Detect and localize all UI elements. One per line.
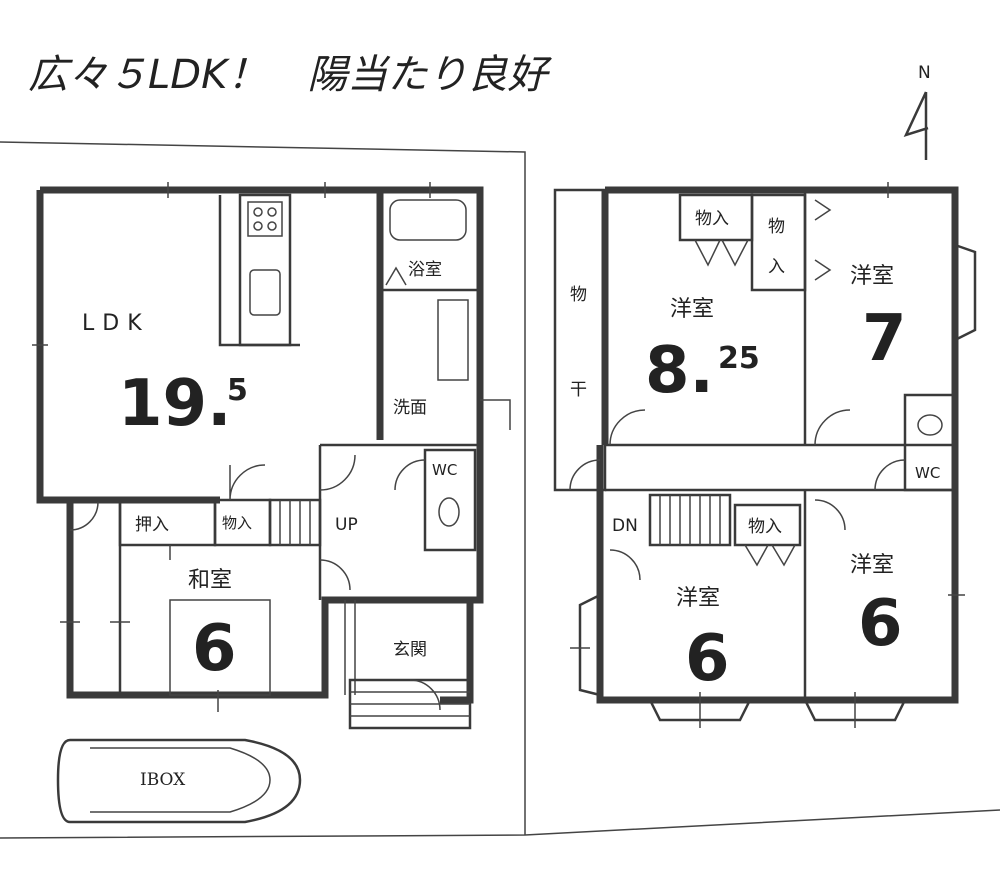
storage-c-label: 物入 [748,517,782,537]
wc2-label: WC [915,464,940,482]
ldk-size: 19. [118,367,231,441]
ldk-label: LDK [82,311,150,336]
room-a-size-frac: 25 [718,341,760,376]
room-d-size: 6 [858,587,903,661]
dimension-ticks [32,182,965,728]
toilet2-icon [917,414,943,436]
entrance-label: 玄関 [393,640,427,660]
wc1-label: WC [432,461,457,479]
road-boundary [0,809,1000,839]
storage1-label: 物入 [222,514,252,532]
room-c-size: 6 [685,622,730,696]
up-label: UP [335,515,358,535]
oshiire-label: 押入 [135,515,169,535]
sink-icon [249,269,281,316]
storage-a-label: 物入 [695,209,729,229]
north-label: N [918,63,931,83]
washitsu-label: 和室 [188,568,232,593]
washitsu-size: 6 [192,612,237,686]
room-d-label: 洋室 [850,553,894,578]
dn-label: DN [612,516,638,536]
vanity-icon [437,299,469,381]
bathtub-icon [389,199,467,241]
bay-window-b [954,243,977,342]
ldk-size-frac: 5 [227,373,248,408]
room-a-label: 洋室 [670,297,714,322]
room-c-label: 洋室 [676,586,720,611]
washroom-label: 洗面 [393,398,427,418]
car-label: IBOX [140,770,186,790]
site-boundary [0,141,526,835]
floor-2: 物 干 物入 物 入 洋室 8. 25 洋室 7 WC DN [553,186,977,722]
toilet-icon [438,497,460,527]
stove-icon [247,201,283,237]
storage-b-top-label: 物 [768,217,785,237]
room-b-size: 7 [862,302,907,376]
floor-1: LDK 19. 5 浴室 洗面 WC 押入 物入 UP [36,186,511,824]
stairs-icon [268,498,322,547]
storage-b-bottom-label: 入 [768,257,785,277]
room-b-label: 洋室 [850,264,894,289]
door-swing [229,464,266,501]
tatami-mat [169,599,271,696]
headline: 広々５LDK！ 陽当たり良好 [28,52,552,98]
north-arrow-icon: N [903,63,931,160]
drying-top-label: 物 [570,285,587,305]
drying-bottom-label: 干 [570,380,587,400]
bath-label: 浴室 [408,260,442,280]
car-icon: IBOX [56,738,302,824]
room-a-size: 8. [645,334,714,408]
stairs2-icon [648,493,732,547]
